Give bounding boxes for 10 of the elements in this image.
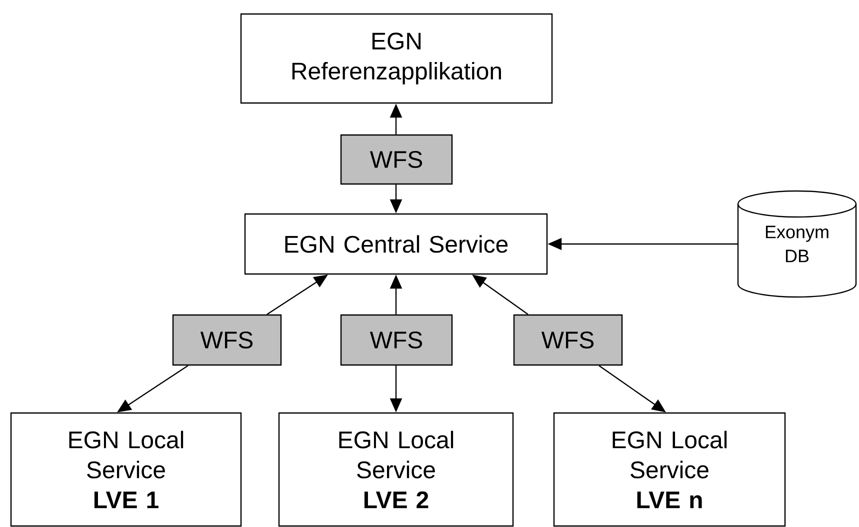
interface-box: WFS (340, 314, 453, 366)
database-cylinder: Exonym DB (737, 190, 857, 298)
interface-box: WFS (513, 314, 623, 366)
process-box: EGN Local Service LVE n (553, 412, 786, 527)
interface-box: WFS (340, 134, 453, 185)
process-box: EGN Local Service LVE 1 (10, 412, 242, 527)
process-box: EGN Referenzapplikation (240, 13, 553, 104)
process-box: EGN Central Service (244, 213, 548, 275)
interface-box: WFS (172, 314, 282, 366)
process-box: EGN Local Service LVE 2 (278, 412, 514, 527)
